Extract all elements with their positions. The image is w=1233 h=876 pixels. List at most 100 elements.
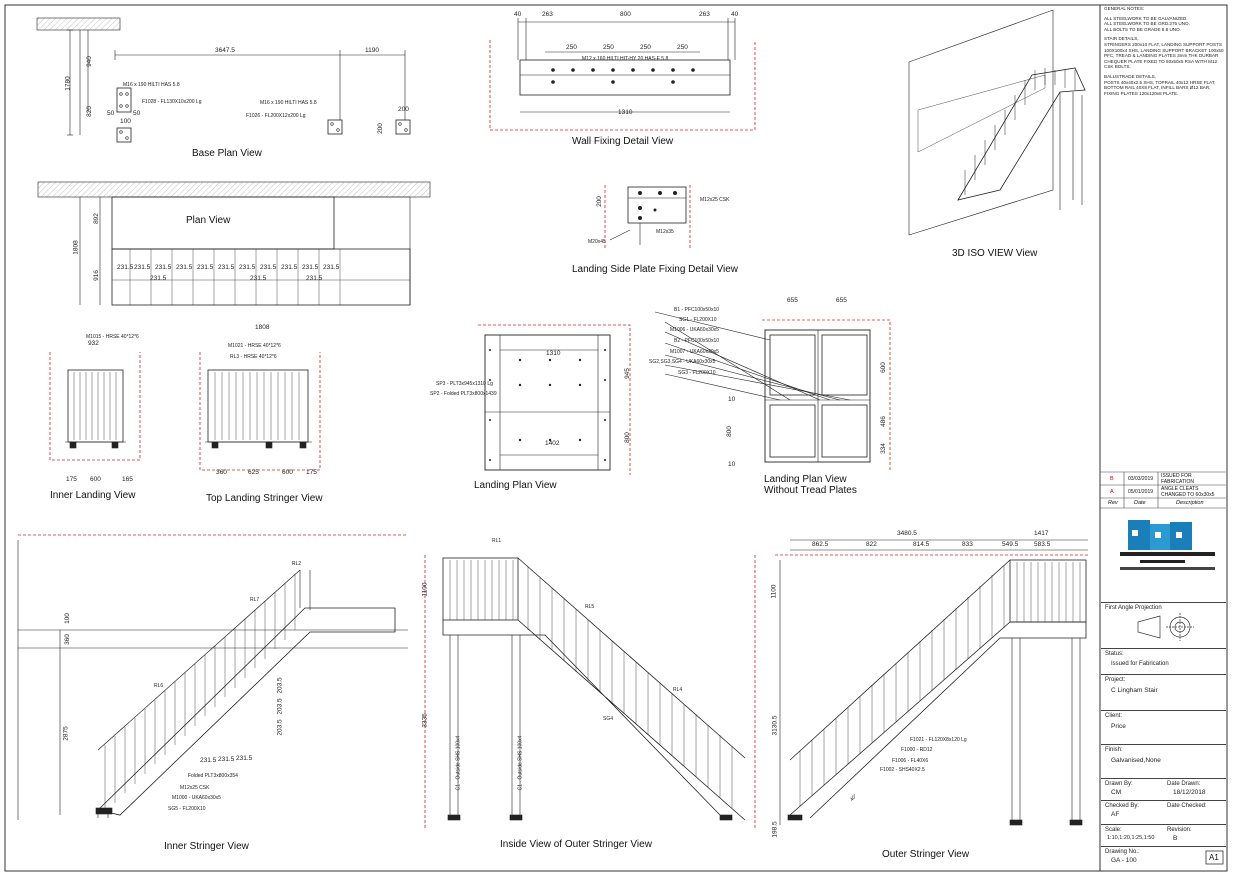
dim-label: 10 [728,396,736,403]
dim-label: 231.5 [236,755,253,762]
rev-a-date: 05/01/2019 [1128,489,1154,495]
dim-label: 600 [879,362,887,373]
tb-checked-by-label: Checked By: [1105,803,1140,809]
landing-side-plate-drawing [604,185,691,250]
dim-label: 814.5 [913,541,930,548]
dim-label: 231.5 [155,264,172,271]
dim-label: 203.5 [276,677,284,694]
dim-label: 250 [677,44,688,51]
callout-label: M16 x 190 HILTI HAS 5.8 [260,100,317,106]
dim-label: 1100 [770,584,778,599]
view-title-inside-outer-stringer: Inside View of Outer Stringer View [500,839,652,850]
view-title-outer-stringer: Outer Stringer View [882,849,970,860]
dim-label: 3130.5 [771,715,779,736]
dim-label: 3335 [421,713,429,728]
view-title-inner-stringer: Inner Stringer View [164,841,249,852]
tb-status-value: Issued for Fabrication [1111,661,1169,667]
dim-label: 200 [376,123,384,134]
dim-label: 231.5 [239,264,256,271]
tb-drawing-no-label: Drawing No.: [1105,849,1140,855]
sheet-border [4,4,1228,872]
rev-a-desc: ANGLE CLEATS CHANGED TO 60x30x5 [1161,486,1215,498]
rev-b-desc: ISSUED FOR FABRICATION [1161,473,1194,485]
callout-label: RL1 [492,538,502,544]
rev-b-rev: B [1110,476,1114,482]
titleblock-lines [1100,471,1226,509]
dim-label: 1417 [1034,530,1049,537]
callout-label: RL2 [292,561,302,567]
dim-label: 263 [542,11,553,18]
dim-label: 175 [66,476,77,483]
tb-sheet-size: A1 [1209,853,1219,862]
callout-label: SG1 - FL200X10 [679,317,717,323]
dim-label: 600 [90,476,101,483]
view-title-landing-plan-no-tread-2: Without Tread Plates [764,485,857,496]
dim-label: 100 [120,118,131,125]
tb-scale-label: Scale: [1105,827,1122,833]
projection-symbol [1137,613,1194,641]
dim-label: 1780 [64,76,72,91]
tb-revision-label: Revision: [1167,827,1192,833]
inside-outer-stringer-drawing [424,555,756,830]
top-landing-stringer-drawing [199,352,321,471]
wall-fixing-drawing [489,18,756,131]
company-logo [1120,520,1215,570]
dim-label: 200 [398,106,409,113]
dim-label: 549.5 [1002,541,1019,548]
callout-label: M12x25 CSK [180,785,210,791]
dim-label: 655 [787,297,798,304]
notes-bal-heading: BALUSTRADE DETAILS, [1104,73,1156,79]
dim-label: 625 [248,469,259,476]
rev-b-date: 03/03/2019 [1128,476,1154,482]
callout-label: F1026 - FL200X12x200 Lg [246,113,306,119]
view-title-inner-landing: Inner Landing View [50,490,136,501]
callout-label: M12x35 [656,229,674,235]
dim-label: 231.5 [197,264,214,271]
tb-checked-by-value: AF [1111,811,1120,818]
callout-label: RL7 [250,597,260,603]
tb-drawing-no-value: GA - 100 [1111,857,1137,864]
tb-finish: Finish: Galvanised,None [1101,744,1226,779]
dim-label: 334 [879,443,887,454]
dim-label: 50 [107,110,115,117]
dim-label: 3647.5 [215,47,235,54]
dim-label: 945 [623,368,631,379]
dim-label: 932 [88,340,99,347]
callout-label: B1 - PFC100x50x10 [674,307,720,313]
tb-checked: Checked By: AF Date Checked: [1101,800,1226,825]
dim-label: 231.5 [306,275,323,282]
dim-label: 486 [879,416,887,427]
dim-label: 165 [122,476,133,483]
callout-label: M1021 - HRSE 40*12*6 [228,343,281,349]
dim-label: 800 [620,11,631,18]
dim-label: 3480.5 [897,530,917,537]
notes-general-3: ALL BOLTS TO BE GRADE 8.8 UNO. [1104,26,1181,32]
inner-stringer-drawing [17,534,408,820]
dim-label: 231.5 [134,264,151,271]
dim-label: 203.5 [276,719,284,736]
callout-label: M20x45 [588,239,606,245]
view-title-top-landing-stringer: Top Landing Stringer View [206,493,323,504]
callout-label: Folded PLT3x800x354 [188,773,238,779]
callout-label: F1028 - FL130X10x200 Lg [142,99,202,105]
landing-plan-no-tread-drawing [654,311,891,470]
callout-label: M12x25 CSK [700,197,730,203]
tb-status-label: Status: [1105,651,1124,657]
dim-label: 583.5 [1034,541,1051,548]
callout-label: SG3 - FL200X10 [678,370,716,376]
dim-label: 231.5 [218,264,235,271]
callout-label: M1015 - HRSE 40*12*6 [86,334,139,340]
dim-label: 250 [566,44,577,51]
rev-header-rev: Rev [1108,500,1118,506]
dim-label: 203.5 [276,698,284,715]
dim-label: 100 [63,613,71,624]
tb-date-drawn-label: Date Drawn: [1167,781,1201,787]
tb-finish-value: Galvanised,None [1111,757,1161,764]
tb-projection-label: First Angle Projection [1105,605,1162,611]
notes-heading: GENERAL NOTES: [1104,6,1145,11]
dim-label: 231.5 [250,275,267,282]
view-title-landing-side-plate: Landing Side Plate Fixing Detail View [572,264,739,275]
callout-label: SG5 - FL200X10 [168,806,206,812]
dim-label: 231.5 [200,757,217,764]
